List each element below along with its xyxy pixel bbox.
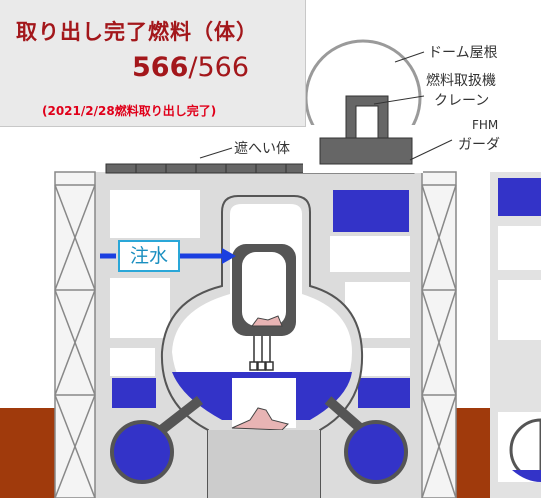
water-injection-arrows [100, 248, 236, 264]
fhm-crane-frame [345, 95, 389, 139]
adjacent-building [490, 172, 541, 498]
lattice-tower-left [54, 171, 96, 498]
spent-fuel-pool [333, 190, 409, 232]
label-fhm-girder-line2: ガーダ [458, 137, 500, 153]
label-fhm-crane-line1: 燃料取扱機 [426, 73, 496, 89]
label-dome-roof: ドーム屋根 [428, 45, 498, 61]
suppression-chamber-left [110, 420, 174, 484]
pool-bottom-left [112, 378, 156, 408]
fuel-status-title: 取り出し完了燃料（体） [16, 20, 258, 44]
fuel-status-panel: 取り出し完了燃料（体） 566/566 (2021/2/28燃料取り出し完了) [0, 0, 306, 127]
label-fhm-girder-line1: FHM [472, 118, 499, 132]
fuel-count-total: 566 [197, 52, 250, 83]
vessel-base [208, 430, 320, 498]
suppression-chamber-right [344, 420, 408, 484]
rpv-debris [251, 315, 283, 327]
label-water-injection: 注水 [118, 240, 180, 272]
fhm-crane-base [319, 137, 413, 165]
label-shield: 遮へい体 [234, 141, 290, 157]
lattice-tower-right [421, 171, 457, 498]
control-rod-drives [249, 336, 274, 371]
fuel-debris [231, 407, 289, 431]
completion-note: (2021/2/28燃料取り出し完了) [42, 104, 217, 118]
leader-lines [199, 51, 453, 161]
building-floors [110, 190, 410, 376]
fuel-count-done: 566 [132, 52, 189, 83]
pool-bottom-right [358, 378, 410, 408]
pressure-vessel-inner [242, 252, 286, 326]
fuel-count-separator: / [188, 52, 198, 83]
shield-plates [105, 163, 317, 174]
label-fhm-crane-line2: クレーン [434, 93, 490, 109]
fuel-count: 566/566 [132, 52, 249, 83]
